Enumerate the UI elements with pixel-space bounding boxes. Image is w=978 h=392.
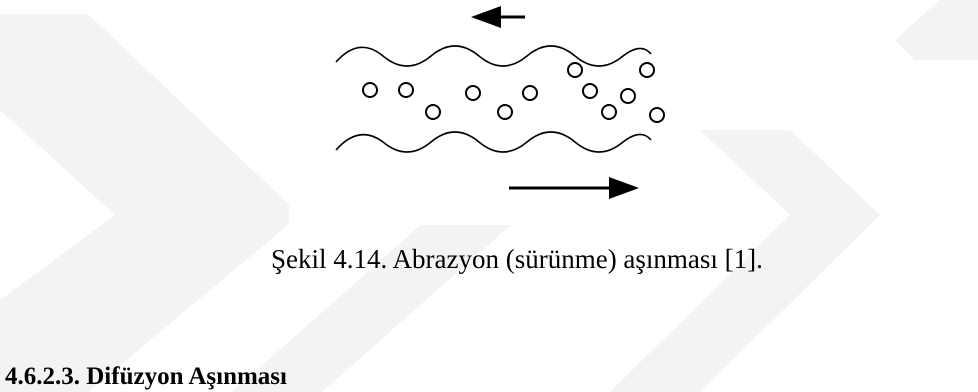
abrasive-particles — [362, 62, 665, 123]
particle — [522, 85, 538, 101]
arrow-left-icon — [471, 6, 525, 28]
particle — [362, 82, 378, 98]
arrow-right-icon — [509, 177, 639, 199]
lower-wavy-surface — [335, 131, 652, 153]
particle — [497, 104, 513, 120]
abrasion-diagram — [335, 6, 665, 199]
upper-wavy-surface — [335, 45, 652, 67]
particle — [567, 62, 583, 78]
figure-caption: Şekil 4.14. Abrazyon (sürünme) aşınması … — [271, 244, 763, 274]
particle — [425, 104, 441, 120]
particle — [620, 88, 636, 104]
particle — [649, 107, 665, 123]
section-heading: 4.6.2.3. Difüzyon Aşınması — [5, 363, 287, 390]
abrasion-figure — [289, 0, 669, 225]
particle — [465, 85, 481, 101]
particle — [582, 83, 598, 99]
particle — [398, 82, 414, 98]
particle — [639, 62, 655, 78]
particle — [601, 104, 617, 120]
